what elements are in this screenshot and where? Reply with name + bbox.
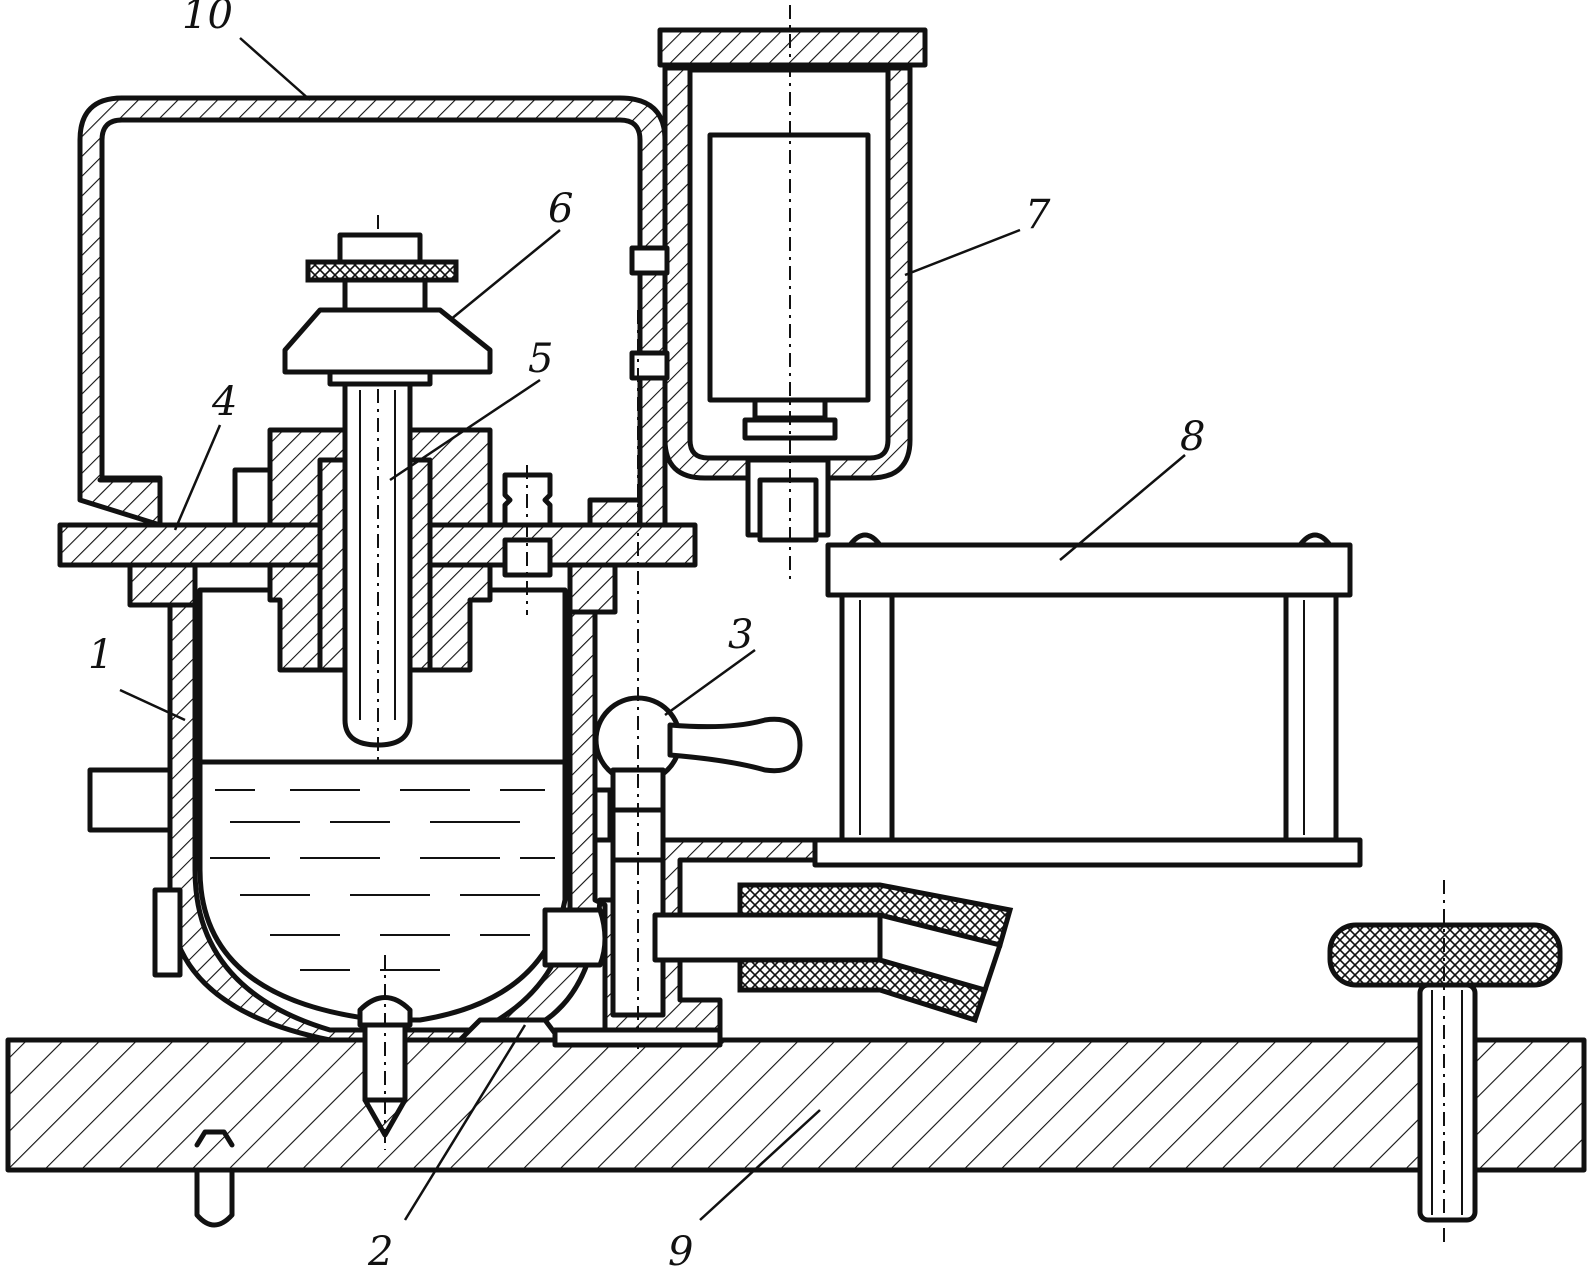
small-fitting [502, 465, 553, 615]
label-3: 3 [728, 612, 753, 658]
clamp-screw [1327, 880, 1563, 1245]
liquid [210, 789, 555, 971]
insulator-cap [282, 232, 493, 387]
part-labels: 10 6 5 4 7 8 3 1 2 9 [88, 0, 1205, 1275]
electrode-holder [232, 215, 493, 760]
label-9: 9 [668, 1229, 693, 1275]
label-8: 8 [1180, 414, 1205, 460]
label-2: 2 [367, 1229, 393, 1275]
label-1: 1 [88, 632, 113, 678]
label-6: 6 [548, 186, 573, 232]
housing [77, 95, 668, 528]
label-4: 4 [211, 379, 237, 425]
leader-lines [119, 37, 1186, 1221]
lamp-housing [629, 5, 928, 580]
label-5: 5 [528, 336, 553, 382]
label-10: 10 [182, 0, 233, 38]
stand-frame [812, 532, 1363, 868]
base-plate [5, 1037, 1587, 1228]
label-7: 7 [1025, 192, 1051, 238]
tap [552, 310, 803, 1050]
outlet-tube [542, 882, 1014, 1024]
